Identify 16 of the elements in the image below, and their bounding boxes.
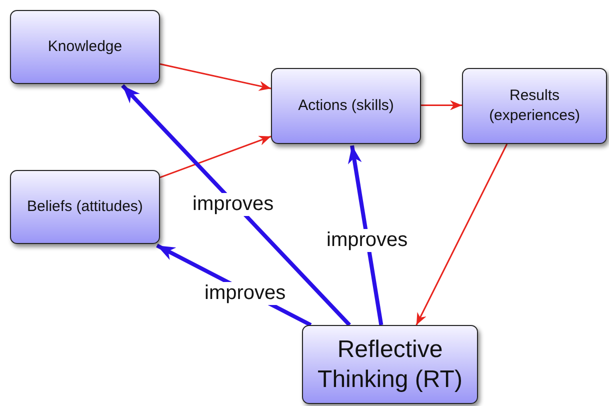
arrow <box>416 144 508 326</box>
process-box <box>302 325 478 404</box>
node-label: Actions (skills) <box>298 96 394 116</box>
process-box <box>462 68 607 144</box>
node-label: Reflective Thinking (RT) <box>316 334 464 394</box>
arrow <box>348 145 384 326</box>
arrow <box>421 100 462 110</box>
arrow <box>160 136 272 178</box>
node-label: Knowledge <box>48 36 122 57</box>
arrow <box>121 84 351 326</box>
process-box <box>10 170 160 244</box>
process-box <box>10 10 160 84</box>
arrow <box>160 63 272 91</box>
process-box <box>271 68 421 144</box>
node-label: Beliefs (attitudes) <box>27 196 143 217</box>
node-label: Results (experiences) <box>488 86 581 126</box>
